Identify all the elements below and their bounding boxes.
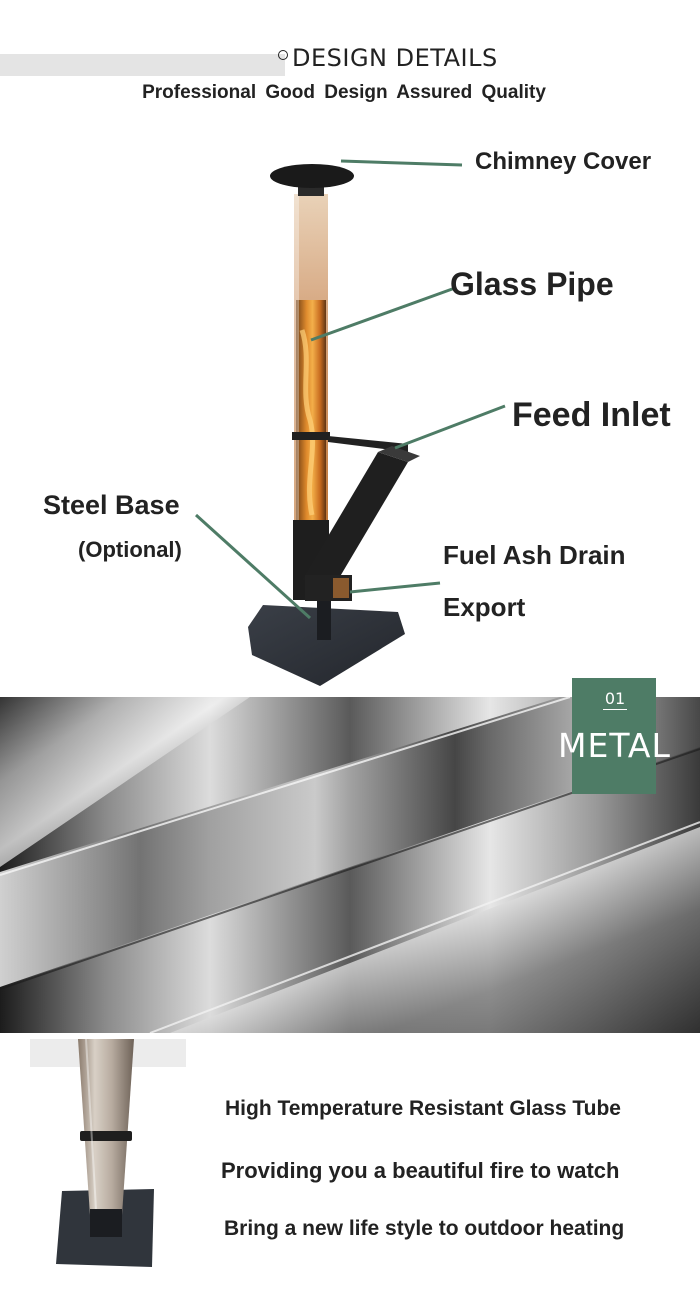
leader-chimney-cover	[340, 159, 463, 167]
steel-base-plate	[248, 605, 405, 686]
glass-tube-photo	[56, 1039, 154, 1267]
metal-badge	[572, 678, 656, 794]
label-feed-inlet: Feed Inlet	[512, 396, 671, 434]
header-gray-bar	[0, 54, 285, 76]
chimney-cover	[270, 164, 354, 188]
feature-line-2: Providing you a beautiful fire to watch	[221, 1158, 620, 1183]
base-leg	[317, 590, 331, 640]
label-steel-base: Steel Base	[43, 490, 180, 520]
product-diagram	[194, 159, 506, 686]
label-optional: (Optional)	[78, 537, 182, 562]
circle-bullet-icon	[278, 50, 288, 60]
page-title: DESIGN DETAILS	[292, 44, 498, 72]
badge-number: 01	[603, 689, 627, 710]
page-subtitle: Professional Good Design Assured Quality	[142, 82, 546, 103]
leader-glass-pipe	[310, 286, 456, 342]
feature-line-3: Bring a new life style to outdoor heatin…	[224, 1217, 625, 1240]
leader-steel-base	[194, 513, 312, 620]
label-export: Export	[443, 592, 526, 622]
leader-ash-drain	[349, 581, 441, 594]
feed-inlet-tube	[302, 452, 408, 590]
label-fuel-ash-drain: Fuel Ash Drain	[443, 540, 626, 570]
section-title: DESIGN DETAILS	[278, 44, 498, 72]
label-chimney-cover: Chimney Cover	[475, 148, 652, 175]
leader-feed-inlet	[394, 404, 506, 450]
feature-line-1: High Temperature Resistant Glass Tube	[225, 1097, 621, 1120]
label-glass-pipe: Glass Pipe	[450, 266, 614, 302]
badge-word: METAL	[558, 726, 671, 765]
clamp-ring	[292, 432, 330, 440]
